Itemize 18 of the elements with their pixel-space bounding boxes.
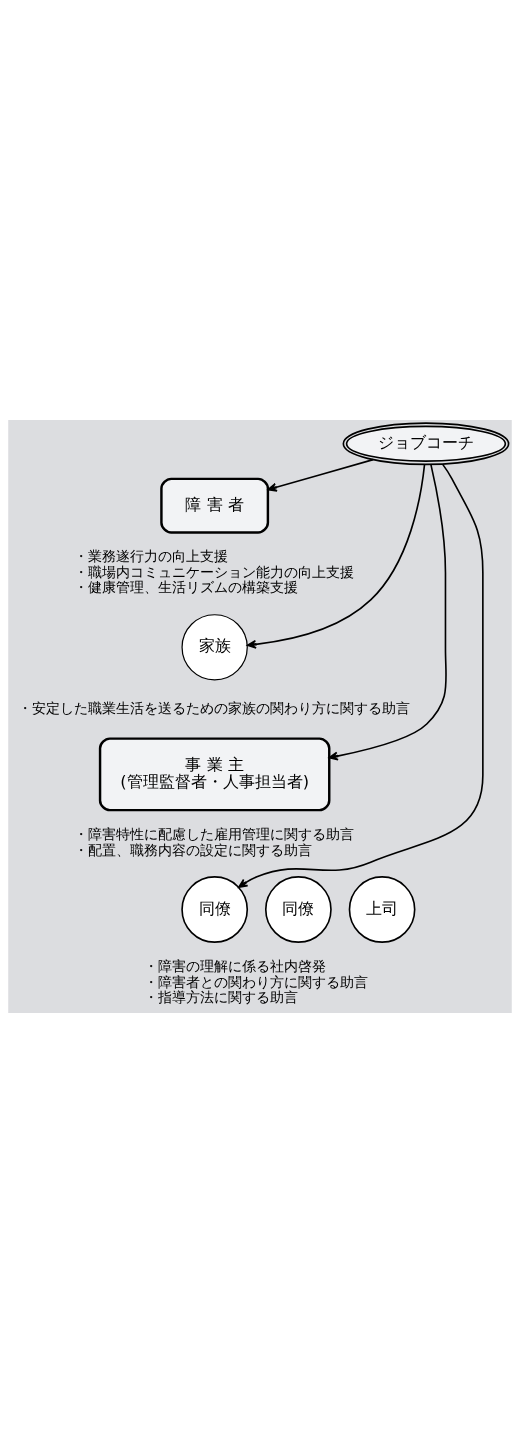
- arrow: [267, 458, 374, 492]
- node-label: ・障害者との関わり方に関する助言: [143, 973, 368, 990]
- arrow: [328, 463, 447, 761]
- node-circle: 上司: [348, 876, 416, 943]
- node-label: ・障害の理解に係る社内啓発: [143, 958, 326, 975]
- arrow: [246, 463, 426, 649]
- node-label: ・健康管理、生活リズムの構築支援: [74, 579, 299, 596]
- node-label: ・職場内コミュニケーション能力の向上支援: [74, 563, 355, 580]
- node-label: ・指導方法に関する助言: [143, 989, 298, 1006]
- node-label: ・障害特性に配慮した雇用管理に関する助言: [74, 826, 355, 843]
- node-label: ・配置、職務内容の設定に関する助言: [74, 841, 313, 858]
- node-circle: 同僚: [264, 876, 332, 943]
- node-box: 事 業 主 (管理監督者・人事担当者): [98, 737, 331, 812]
- arrow: [238, 463, 484, 888]
- node-circle: 家族: [181, 614, 248, 681]
- node-label: ・業務遂行力の向上支援: [74, 548, 229, 565]
- node-label: ・安定した職業生活を送るための家族の関わり方に関する助言: [17, 699, 410, 716]
- node-box: 障 害 者: [160, 477, 270, 534]
